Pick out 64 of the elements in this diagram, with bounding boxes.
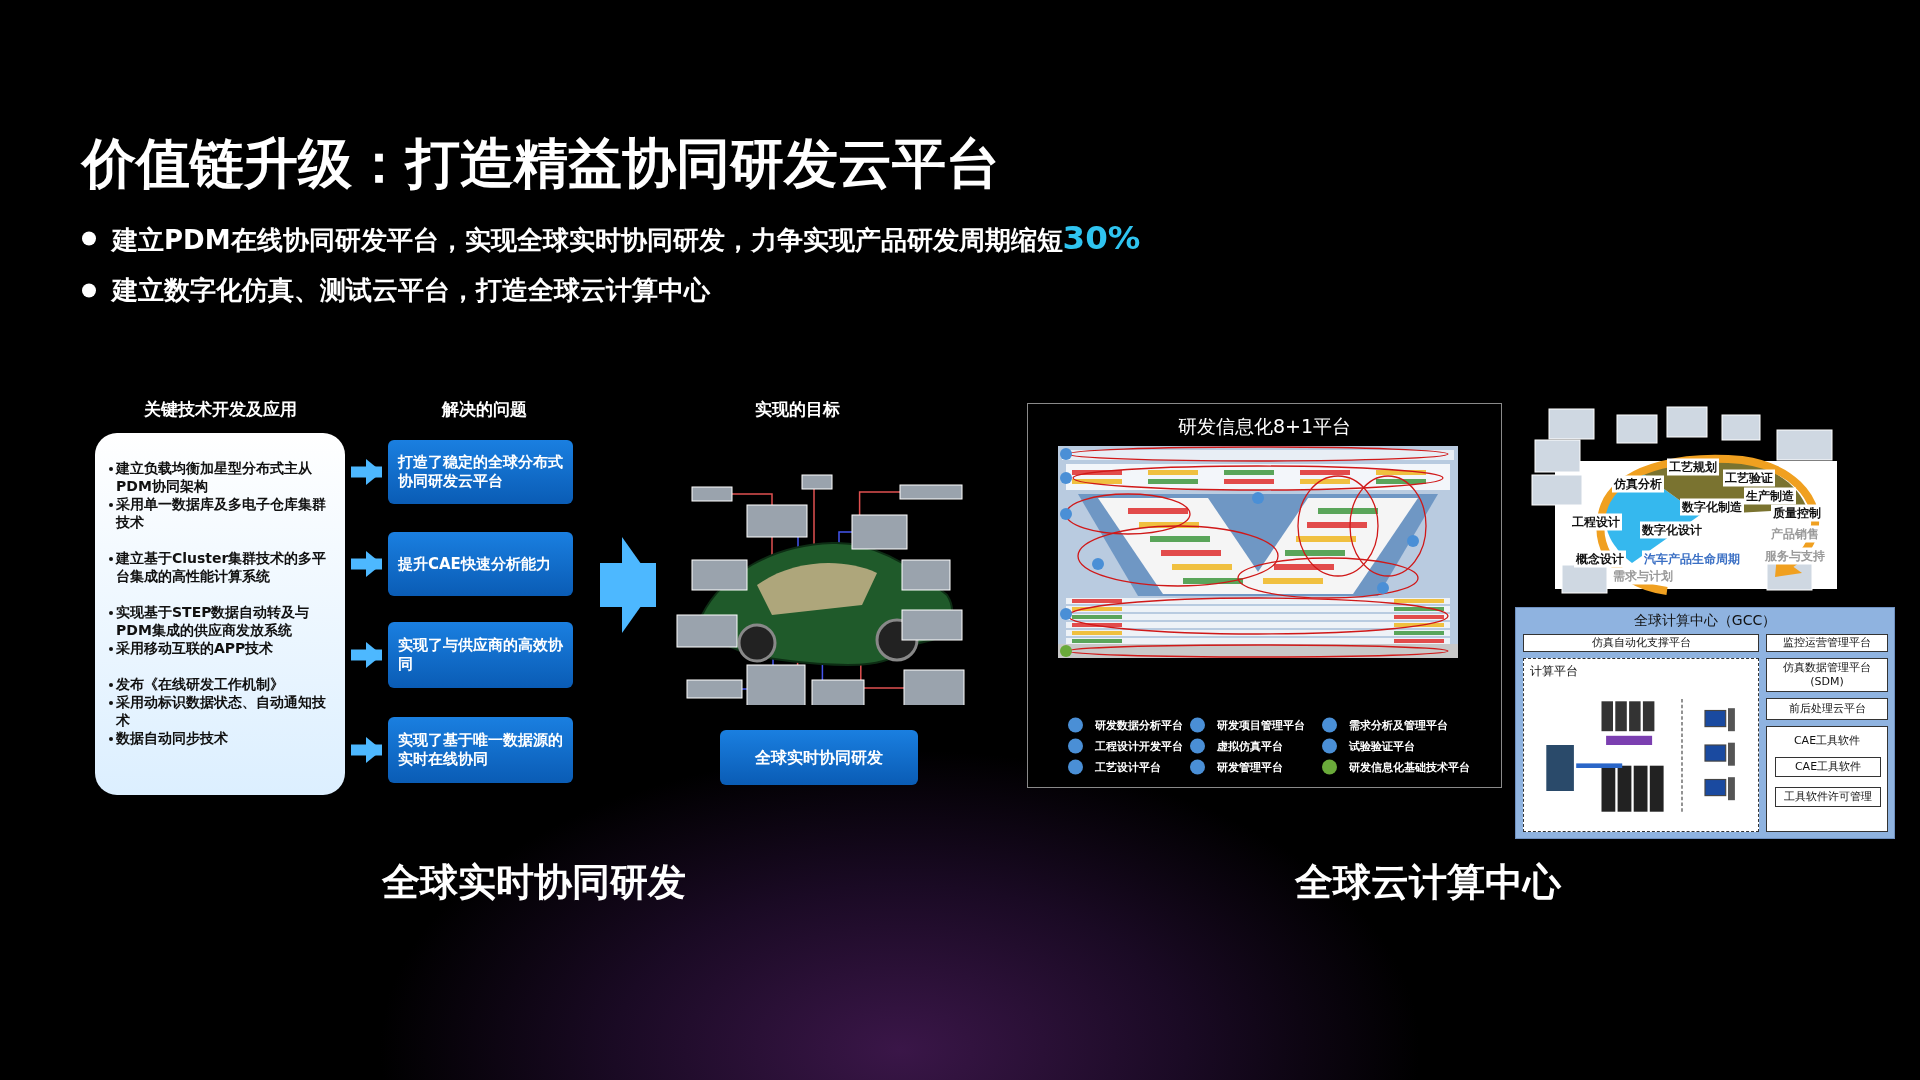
arrow — [600, 537, 656, 633]
panel-title: 全球计算中心（GCC） — [1632, 612, 1778, 630]
process-box: 实现了与供应商的高效协同 — [388, 622, 573, 688]
platform-box: 监控运营管理平台 — [1766, 634, 1888, 652]
bullet-text: 采用移动互联的APP技术 — [116, 639, 274, 657]
diagram-label: 数字化设计 — [1640, 521, 1704, 539]
platform-panel — [1027, 403, 1502, 788]
panel-title: 研发信息化8+1平台 — [1176, 414, 1353, 439]
bullet-text: 建立PDM在线协同研发平台，实现全球实时协同研发，力争实现产品研发周期缩短30% — [112, 218, 1141, 258]
diagram-label: 概念设计 — [1574, 550, 1626, 568]
legend-text: 研发管理平台 — [1217, 759, 1283, 775]
legend-text: 需求分析及管理平台 — [1349, 717, 1448, 733]
diagram-label: 工艺规划 — [1667, 458, 1719, 476]
platform-box: 前后处理云平台 — [1766, 698, 1888, 720]
bullet-text: 采用动标识数据状态、自动通知技术 — [116, 693, 327, 729]
legend-text: 工艺设计平台 — [1095, 759, 1161, 775]
diagram-label: 数字化制造 — [1680, 498, 1744, 516]
arrow — [351, 459, 382, 485]
diagram-label: 仿真分析 — [1612, 475, 1664, 493]
arrow — [351, 737, 382, 763]
arrow — [351, 551, 382, 577]
process-box: 实现了基于唯一数据源的实时在线协同 — [388, 717, 573, 783]
panel-title: 计算平台 — [1530, 663, 1578, 680]
column-heading: 实现的目标 — [754, 397, 840, 421]
process-box: 全球实时协同研发 — [720, 730, 918, 785]
platform-box: 仿真自动化支撑平台 — [1523, 634, 1759, 652]
arrow — [351, 642, 382, 668]
process-box: 提升CAE快速分析能力 — [388, 532, 573, 596]
platform-box: 仿真数据管理平台 (SDM) — [1766, 658, 1888, 692]
legend-text: 虚拟仿真平台 — [1217, 738, 1283, 754]
bullet-text: 数据自动同步技术 — [116, 729, 228, 747]
slide-title: 价值链升级：打造精益协同研发云平台 — [82, 131, 1000, 197]
legend-text: 研发项目管理平台 — [1217, 717, 1305, 733]
diagram-label: 工艺验证 — [1723, 469, 1775, 487]
bullet-text: 发布《在线研发工作机制》 — [116, 675, 284, 693]
legend-text: 研发数据分析平台 — [1095, 717, 1183, 733]
bullet-text: 建立基于Cluster集群技术的多平台集成的高性能计算系统 — [116, 549, 328, 585]
diagram-label: 生产制造 — [1744, 487, 1796, 505]
legend-text: 工程设计开发平台 — [1095, 738, 1183, 754]
bullet-text: 采用单一数据库及多电子仓库集群技术 — [116, 495, 327, 531]
bullet-text: 建立负载均衡加星型分布式主从PDM协同架构 — [116, 459, 313, 495]
box-heading: 关键技术开发及应用 — [143, 397, 297, 421]
platform-box: CAE工具软件 — [1775, 757, 1881, 777]
panel-title: CAE工具软件 — [1792, 734, 1862, 749]
platform-architecture-drawing — [1058, 446, 1458, 658]
diagram-label: 需求与计划 — [1611, 567, 1675, 585]
diagram-label: 服务与支持 — [1763, 547, 1827, 565]
computing-center-panel — [1515, 607, 1895, 839]
text-panel — [95, 433, 345, 795]
bullet-text: 建立数字化仿真、测试云平台，打造全球云计算中心 — [112, 273, 710, 307]
computing-platform-area — [1523, 658, 1759, 832]
diagram-label: 工程设计 — [1570, 513, 1622, 531]
diagram-label: 产品销售 — [1769, 525, 1821, 543]
section-caption: 全球云计算中心 — [1295, 858, 1561, 906]
platform-box — [1766, 726, 1888, 832]
column-heading: 解决的问题 — [441, 397, 527, 421]
diagram-label: 质量控制 — [1771, 504, 1823, 522]
legend-text: 研发信息化基础技术平台 — [1349, 759, 1470, 775]
bullet-text: 实现基于STEP数据自动转及与PDM集成的供应商发放系统 — [116, 603, 311, 639]
platform-box: 工具软件许可管理 — [1775, 787, 1881, 807]
diagram-label: 汽车产品生命周期 — [1642, 550, 1742, 568]
legend-text: 试验验证平台 — [1349, 738, 1415, 754]
section-caption: 全球实时协同研发 — [382, 858, 686, 906]
process-box: 打造了稳定的全球分布式协同研发云平台 — [388, 440, 573, 504]
